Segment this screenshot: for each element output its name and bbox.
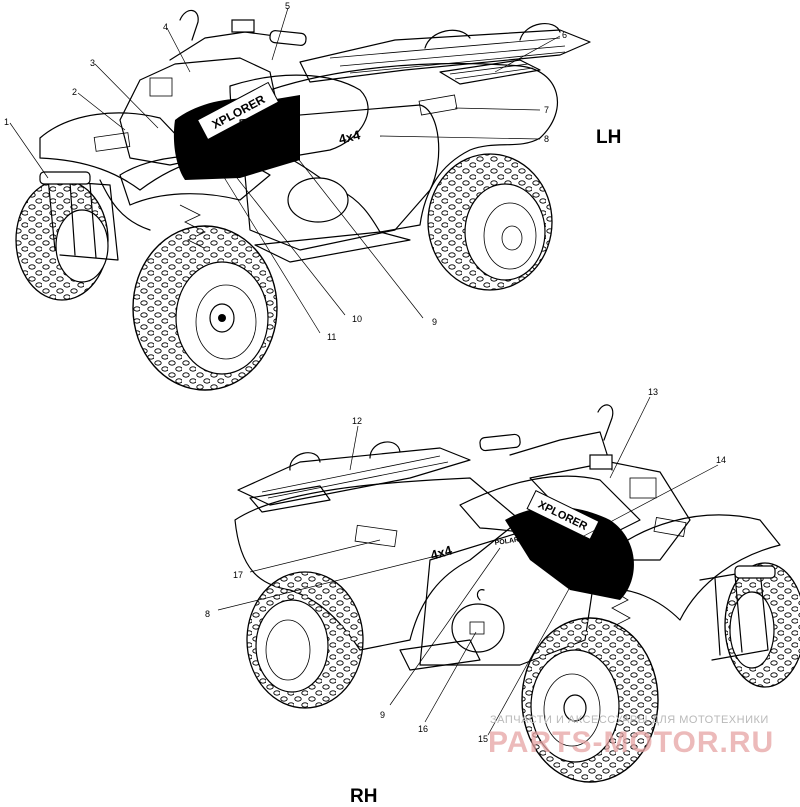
rh-model-decal: 4x4 [429,542,455,563]
rh-front-bumper [699,565,776,661]
rh-front-fender [599,514,781,621]
rh-front-fender-decal [653,517,687,537]
lh-front-wheel [132,225,278,391]
rh-far-front-wheel [724,562,800,688]
watermark-brand: PARTS-MOTOR.RU [488,726,774,759]
callout-lh-10: 10 [352,314,362,324]
callout-lh-8: 8 [544,134,549,144]
callout-lh-9: 9 [432,317,437,327]
callout-lh-4: 4 [163,22,168,32]
callout-rh-15: 15 [478,734,488,744]
lh-front-fender-lower [119,155,271,206]
callout-lh-7: 7 [544,105,549,115]
lh-leader-lines [9,7,561,334]
lh-rear-warning-decal [418,94,458,116]
rh-handlebar [479,404,614,471]
callout-rh-17: 17 [233,570,243,580]
callout-rh-14: 14 [716,455,726,465]
lh-rear-wheel [427,153,553,291]
rh-side-panel [505,506,634,600]
lh-suspension [99,179,151,231]
lh-rear-rack [299,23,591,85]
lh-callout-numbers: 1 2 3 4 5 6 7 8 9 10 11 [4,1,567,342]
rh-front-wheel [521,617,659,783]
rh-leader-lines [217,396,719,736]
lh-front-bumper [39,171,119,261]
rh-brand-decal: POLARIS [494,536,526,547]
callout-rh-16: 16 [418,724,428,734]
lh-far-front-wheel [15,179,109,301]
callout-lh-6: 6 [562,30,567,40]
callout-rh-9: 9 [380,710,385,720]
rh-footrest [399,639,481,671]
lh-side-body [239,104,440,251]
callout-rh-8: 8 [205,609,210,619]
atv-left-side-view: XPLORER POLARIS 4x4 [4,1,621,391]
lh-front-fender-decal [93,132,131,152]
view-label-rh: RH [350,786,377,807]
rh-rear-warning-decal [354,524,398,548]
callout-lh-11: 11 [327,332,336,342]
watermark: ЗАПЧАСТИ И АКСЕССУАРЫ ДЛЯ МОТОТЕХНИКИ PA… [488,714,774,759]
callout-lh-3: 3 [90,58,95,68]
lh-front-fender [39,112,201,191]
lh-console-decal [149,77,173,97]
callout-lh-1: 1 [4,117,9,127]
callout-lh-2: 2 [72,87,77,97]
callout-rh-13: 13 [648,387,658,397]
rh-callout-numbers: 12 13 14 17 8 9 16 15 [205,387,726,744]
lh-handlebar [169,9,307,61]
watermark-line: ЗАПЧАСТИ И АКСЕССУАРЫ ДЛЯ МОТОТЕХНИКИ [490,714,769,726]
rh-fuel-cap [476,589,485,601]
rh-engine-decal [469,621,485,635]
view-label-lh: LH [596,127,621,148]
lh-model-decal: 4x4 [337,127,362,147]
lh-footrest [254,231,411,263]
rh-console-decal [629,477,657,499]
rh-rear-rack [237,441,471,513]
callout-lh-5: 5 [285,1,290,11]
rh-engine-cover [451,603,505,653]
rh-rear-wheel [246,571,364,709]
lh-engine-cover [287,177,349,223]
callout-rh-12: 12 [352,416,362,426]
